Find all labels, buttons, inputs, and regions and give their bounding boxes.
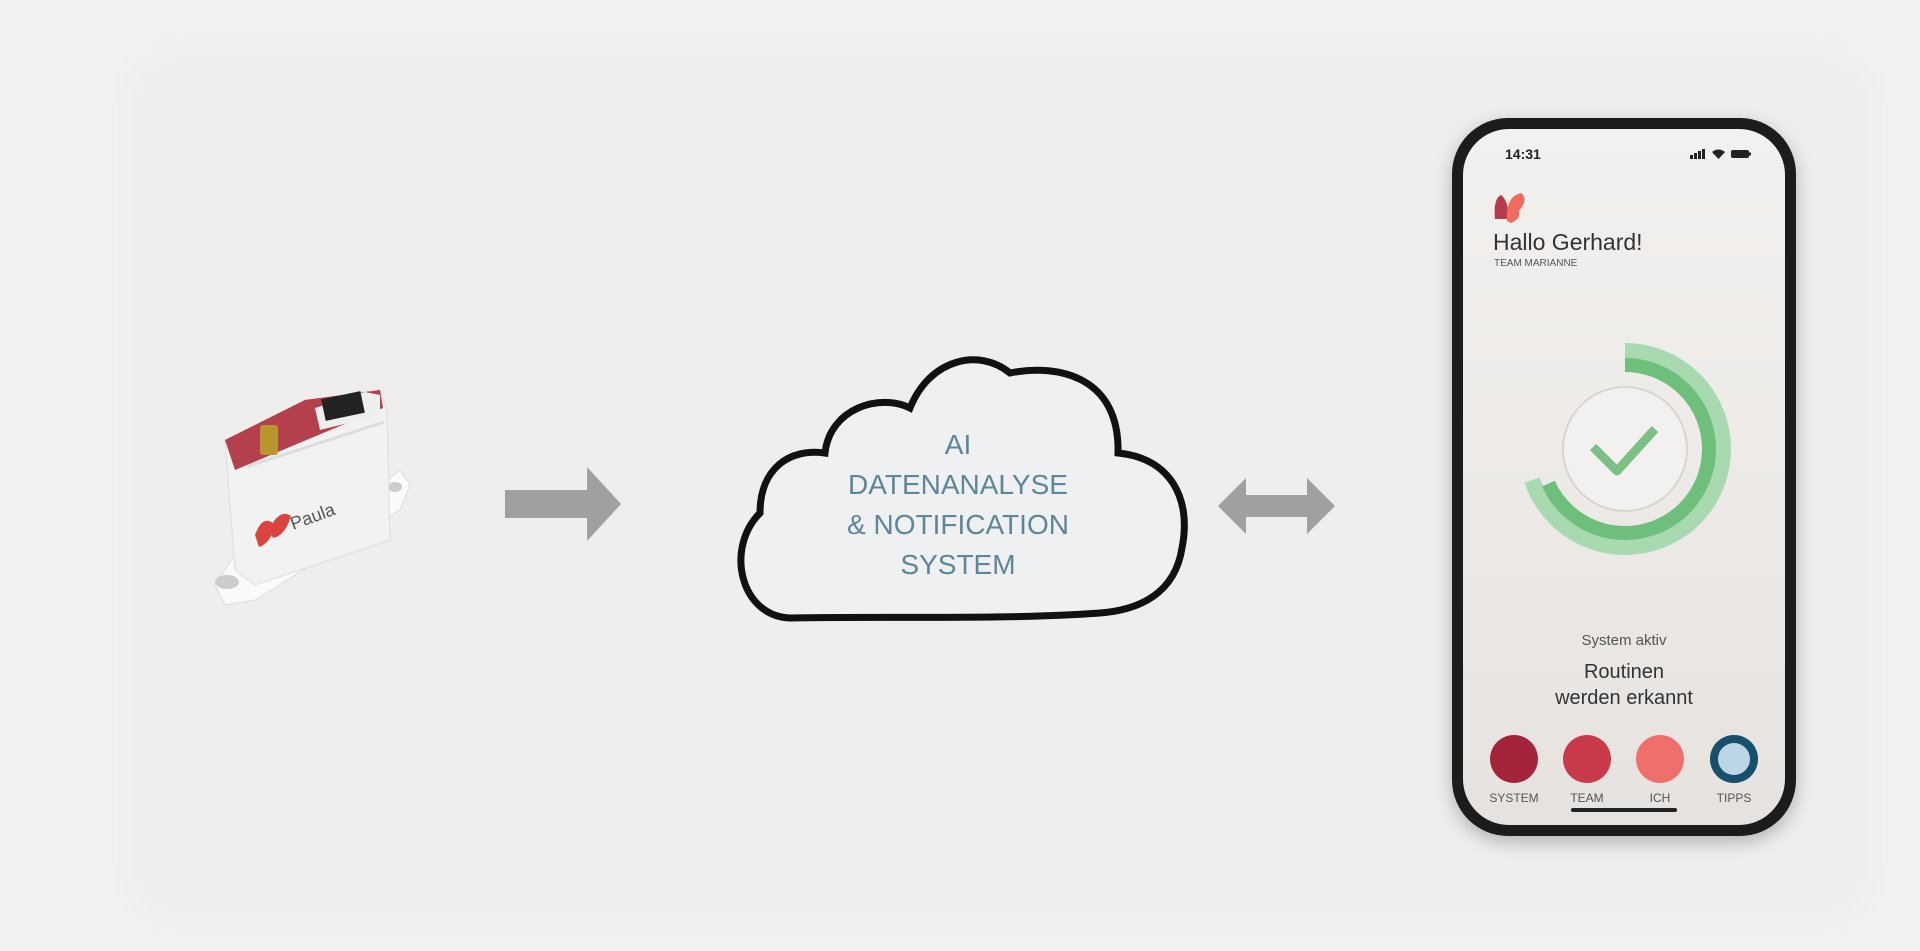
- cloud-line: AI: [944, 429, 972, 460]
- lightbulb-icon: [1710, 735, 1758, 783]
- check-icon: [1589, 425, 1659, 476]
- cloud-shape: [737, 356, 1188, 622]
- team-icon: [1563, 735, 1611, 783]
- home-indicator[interactable]: [1571, 808, 1677, 812]
- nav-tipps[interactable]: TIPPS: [1704, 735, 1764, 805]
- status-icons: [1690, 149, 1751, 159]
- signal-icon: [1690, 149, 1705, 159]
- status-message-line: werden erkannt: [1555, 687, 1693, 709]
- cloud-line: SYSTEM: [900, 549, 1016, 580]
- battery-icon: [1731, 150, 1751, 158]
- nav-system[interactable]: SYSTEM: [1484, 735, 1544, 805]
- team-label: TEAM MARIANNE: [1494, 258, 1578, 269]
- status-message-line: Routinen: [1583, 661, 1665, 683]
- right-arrow-icon: [505, 467, 621, 541]
- smartphone: 14:31 Hallo Gerhard! TEAM MARIANNE Syste…: [1452, 118, 1796, 836]
- system-icon: [1490, 735, 1538, 783]
- nav-team[interactable]: TEAM: [1557, 735, 1617, 805]
- paula-sensor-device: Paula: [214, 389, 411, 606]
- greeting-heading: Hallo Gerhard!: [1493, 229, 1643, 255]
- nav-label: TEAM: [1570, 791, 1604, 805]
- nav-label: SYSTEM: [1489, 791, 1539, 805]
- person-icon: [1636, 735, 1684, 783]
- status-ring: [1519, 343, 1731, 555]
- phone-screen: 14:31 Hallo Gerhard! TEAM MARIANNE Syste…: [1463, 129, 1785, 825]
- nav-ich[interactable]: ICH: [1630, 735, 1690, 805]
- cloud-label: AI DATENANALYSE & NOTIFICATION SYSTEM: [780, 425, 1136, 585]
- wifi-icon: [1712, 149, 1725, 159]
- cloud-line: DATENANALYSE: [848, 469, 1068, 500]
- nav-label: ICH: [1649, 791, 1671, 805]
- double-arrow-icon: [1218, 478, 1335, 534]
- cloud-line: & NOTIFICATION: [847, 509, 1069, 540]
- status-message: Routinen werden erkannt: [1463, 659, 1785, 711]
- nav-label: TIPPS: [1716, 791, 1752, 805]
- paula-butterfly-logo: [1494, 193, 1525, 223]
- status-time: 14:31: [1505, 146, 1541, 162]
- system-status-label: System aktiv: [1581, 632, 1667, 649]
